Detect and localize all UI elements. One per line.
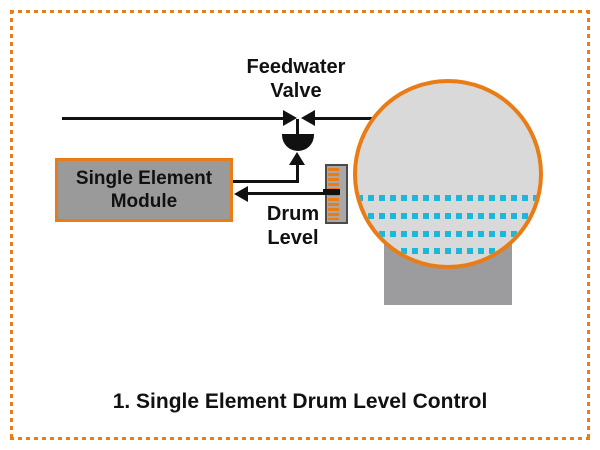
page-border bbox=[10, 437, 590, 440]
water-level-dash-row bbox=[357, 213, 539, 219]
control-signal-stem-line bbox=[296, 164, 299, 182]
steam-drum bbox=[353, 79, 543, 269]
drum-level-signal-line bbox=[246, 192, 328, 195]
feedwater-valve-label: Feedwater Valve bbox=[246, 56, 346, 102]
valve-stem-line bbox=[296, 119, 299, 135]
drum-level-label: Drum Level bbox=[266, 203, 320, 249]
water-level-dash-row bbox=[357, 231, 539, 237]
page-border bbox=[10, 10, 13, 440]
single-element-module-label: Single Element Module bbox=[75, 168, 213, 212]
water-level-dash-row bbox=[357, 248, 539, 254]
valve-body-arrow-left-icon bbox=[301, 110, 315, 126]
diagram-caption: 1. Single Element Drum Level Control bbox=[112, 390, 488, 413]
page-border bbox=[587, 10, 590, 440]
valve-actuator-icon bbox=[282, 134, 314, 151]
single-element-module-box: Single Element Module bbox=[55, 158, 233, 222]
water-level-dash-row bbox=[357, 195, 539, 201]
feedback-arrow-icon bbox=[234, 186, 248, 202]
transmitter-setpoint-mark bbox=[323, 189, 340, 195]
control-signal-up-arrow-icon bbox=[289, 152, 305, 165]
page-border bbox=[10, 10, 590, 13]
control-signal-line bbox=[233, 180, 299, 183]
feedwater-pipe-line-left bbox=[62, 117, 283, 120]
feedwater-pipe-line-right bbox=[315, 117, 372, 120]
valve-body-arrow-right-icon bbox=[283, 110, 297, 126]
level-transmitter bbox=[323, 164, 348, 224]
